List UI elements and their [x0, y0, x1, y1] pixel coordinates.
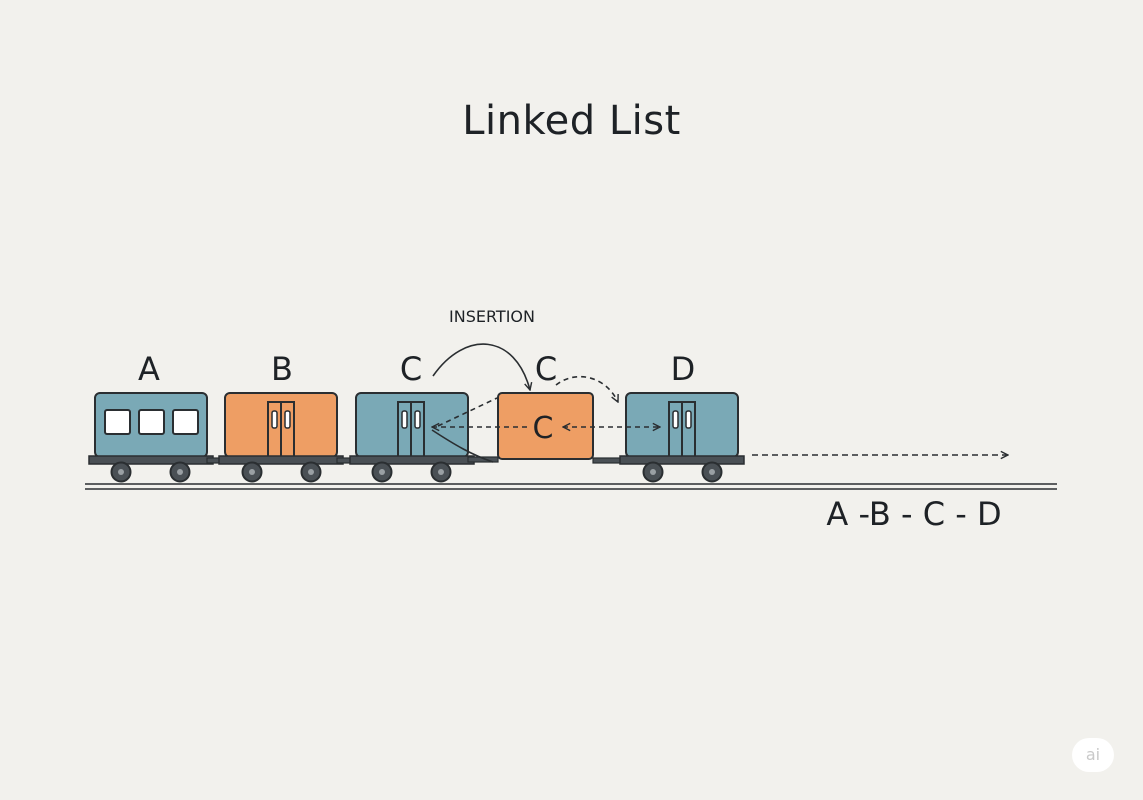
- sequence-label: A -B - C - D: [826, 495, 1001, 533]
- car-label-d: D: [671, 350, 696, 388]
- car-d: D: [619, 350, 745, 483]
- ai-watermark: ai: [1072, 738, 1114, 772]
- insertion-annotation: INSERTION: [449, 307, 535, 326]
- car-label-b: B: [271, 350, 293, 388]
- diagonal-link-upper: [437, 397, 498, 427]
- pointer-arrows: [431, 343, 1008, 463]
- insertion-arrow: [432, 343, 530, 390]
- inserted-car-inner-label: C: [533, 411, 554, 446]
- car-label-c: C: [400, 350, 422, 388]
- car-c-inserted: C C: [497, 350, 594, 460]
- diagram-title: Linked List: [462, 98, 681, 144]
- car-c-door: [397, 401, 425, 458]
- car-b-door: [267, 401, 295, 458]
- car-b: B: [218, 350, 344, 483]
- diagonal-link-lower: [431, 429, 494, 463]
- car-a-windows: [104, 409, 199, 435]
- car-label-c-inserted: C: [535, 350, 557, 388]
- curved-arrow-c-to-d: [555, 375, 618, 402]
- rail-track: [85, 483, 1057, 490]
- car-a: A: [88, 350, 214, 483]
- coupling-c-inserted: [467, 456, 499, 463]
- car-d-door: [668, 401, 696, 458]
- car-c: C: [349, 350, 475, 483]
- car-label-a: A: [138, 350, 160, 388]
